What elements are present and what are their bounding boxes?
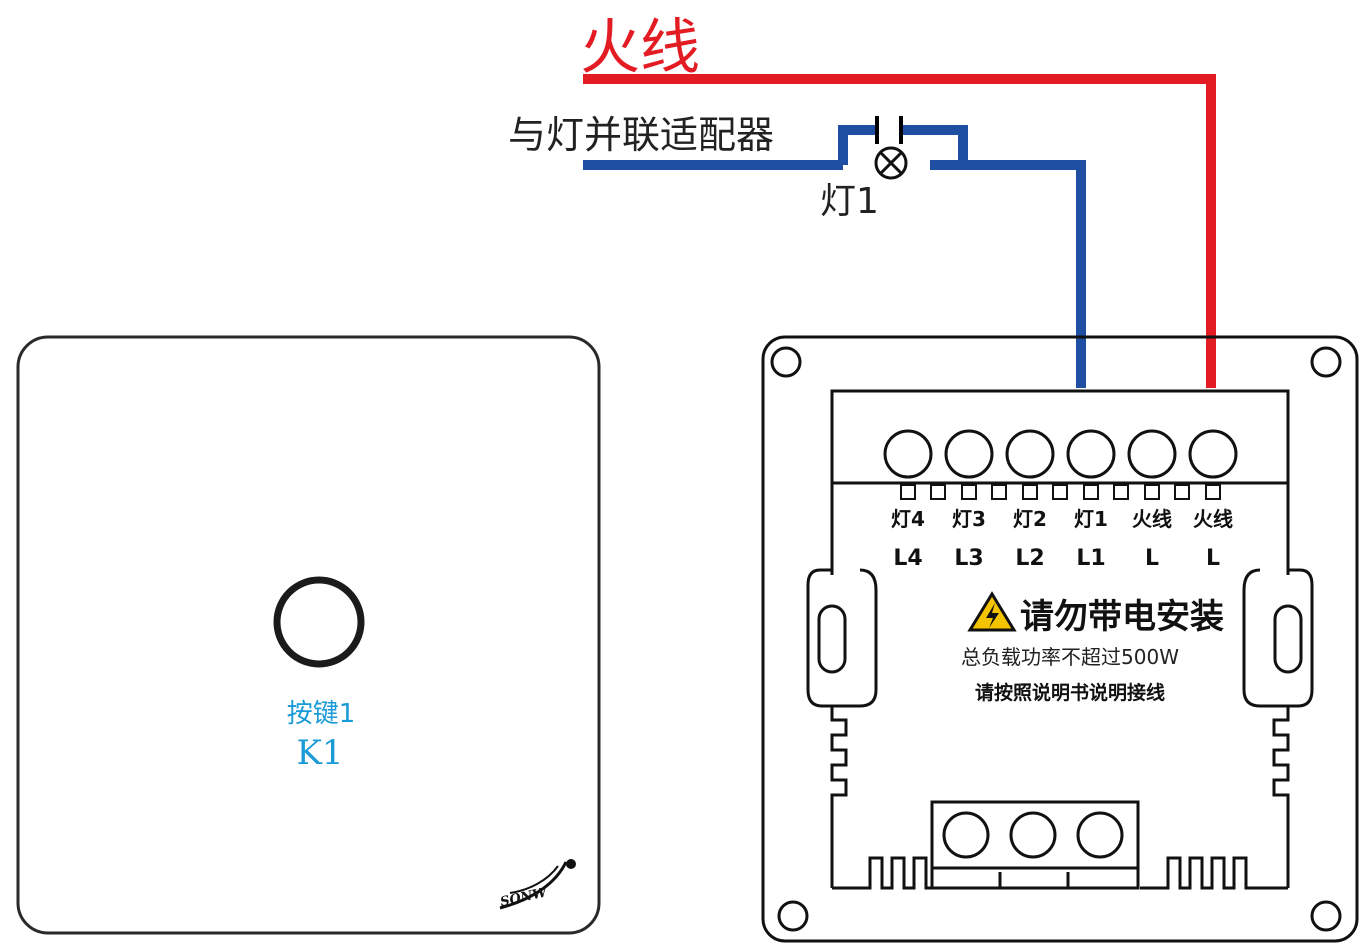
live-wire-label: 火线: [580, 13, 700, 83]
terminal-cn-label: 火线: [1193, 507, 1233, 531]
warning-note: 请按照说明书说明接线: [975, 681, 1165, 704]
terminal-code: L2: [1015, 546, 1044, 571]
terminal-cn-label: 灯3: [952, 507, 986, 531]
terminal-screw-l3: [944, 429, 994, 479]
terminal-cn-label: 灯2: [1013, 507, 1047, 531]
lamp-symbol-icon: [874, 146, 908, 180]
terminal-screw-l-a: [1127, 429, 1177, 479]
live-wire: [583, 74, 1216, 388]
terminal-screw-l2: [1005, 429, 1055, 479]
warning-load: 总负载功率不超过500W: [961, 645, 1179, 669]
parallel-adapter: [838, 116, 968, 165]
terminal-code: L: [1206, 546, 1220, 571]
button-code: K1: [296, 733, 343, 773]
terminal-cn-label: 灯4: [891, 507, 925, 531]
back-module: [761, 335, 1359, 943]
terminal-code: L3: [954, 546, 983, 571]
terminal-screw-l1: [1066, 429, 1116, 479]
terminal-pins: [900, 484, 1221, 500]
neutral-wire: [583, 160, 1086, 388]
lamp-label: 灯1: [820, 181, 879, 222]
terminal-cn-label: 火线: [1132, 507, 1172, 531]
high-voltage-warning-icon: [967, 591, 1017, 632]
warning-title: 请勿带电安装: [1020, 597, 1224, 637]
terminal-screws: [883, 429, 1238, 479]
adapter-label: 与灯并联适配器: [508, 113, 774, 157]
terminal-code: L1: [1076, 546, 1105, 571]
terminal-screw-l4: [883, 429, 933, 479]
touch-button-k1[interactable]: [273, 576, 365, 668]
terminal-labels: 灯4 灯3 灯2 灯1 火线 火线: [891, 507, 1233, 531]
button-label: 按键1: [287, 699, 356, 729]
terminal-codes: L4 L3 L2 L1 L L: [893, 546, 1220, 571]
terminal-screw-l-b: [1188, 429, 1238, 479]
terminal-code: L4: [893, 546, 922, 571]
terminal-code: L: [1145, 546, 1159, 571]
terminal-cn-label: 灯1: [1074, 507, 1108, 531]
